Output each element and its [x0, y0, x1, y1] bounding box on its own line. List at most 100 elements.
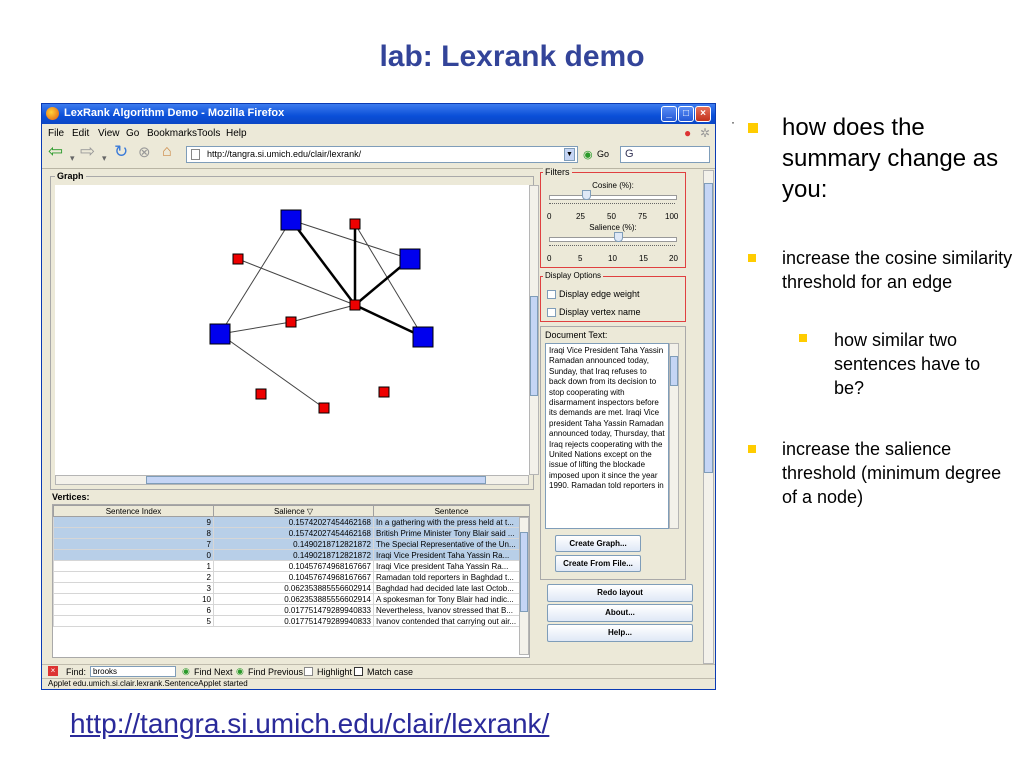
document-scrollbar[interactable] [669, 343, 679, 529]
document-label: Document Text: [545, 330, 608, 340]
graph-node-large[interactable] [209, 323, 231, 345]
firefox-logo-icon [46, 107, 59, 120]
checkbox-icon[interactable] [547, 308, 556, 318]
menu-tools[interactable]: Tools [197, 128, 221, 139]
table-vertical-scroll-thumb[interactable] [520, 532, 528, 612]
graph-horizontal-scroll-thumb[interactable] [146, 476, 486, 484]
graph-canvas[interactable] [55, 185, 529, 475]
menu-edit[interactable]: Edit [72, 128, 90, 139]
minimize-icon[interactable]: _ [661, 106, 677, 122]
graph-node-small[interactable] [349, 218, 361, 230]
graph-node-large[interactable] [280, 209, 302, 231]
bullet-marker [748, 123, 758, 133]
back-menu-chevron-icon[interactable]: ▾ [70, 153, 75, 163]
menu-bookmarks[interactable]: Bookmarks [147, 128, 198, 139]
find-next-button[interactable]: Find Next [194, 667, 233, 677]
find-previous-button[interactable]: Find Previous [248, 667, 304, 677]
status-text: Applet edu.umich.si.clair.lexrank.Senten… [48, 679, 248, 688]
title-bar: LexRank Algorithm Demo - Mozilla Firefox… [42, 104, 715, 124]
create-graph-button[interactable]: Create Graph... [555, 535, 641, 552]
bullet-marker [748, 254, 756, 262]
menu-file[interactable]: File [48, 128, 65, 139]
graph-horizontal-scrollbar[interactable] [55, 475, 529, 485]
search-engine-icon[interactable]: G [625, 148, 634, 160]
window-title: LexRank Algorithm Demo - Mozilla Firefox [64, 107, 285, 119]
checkbox-icon[interactable] [547, 290, 556, 300]
graph-edge [237, 258, 356, 306]
url-text: http://tangra.si.umich.edu/clair/lexrank… [207, 149, 362, 159]
match-case-checkbox[interactable] [354, 667, 363, 676]
url-dropdown-chevron-icon[interactable]: ▼ [564, 148, 575, 161]
home-icon[interactable]: ⌂ [162, 143, 172, 160]
url-bar[interactable]: http://tangra.si.umich.edu/clair/lexrank… [186, 146, 578, 163]
column-header-sentence-index[interactable]: Sentence Index [53, 505, 214, 517]
lexrank-link[interactable]: http://tangra.si.umich.edu/clair/lexrank… [70, 708, 550, 739]
graph-vertical-scrollbar[interactable] [529, 185, 539, 475]
page-vertical-scrollbar[interactable] [703, 170, 714, 664]
salience-slider-thumb[interactable] [613, 232, 623, 242]
menu-view[interactable]: View [98, 128, 120, 139]
graph-node-small[interactable] [349, 299, 361, 311]
menu-help[interactable]: Help [226, 128, 247, 139]
cosine-slider-track[interactable] [549, 195, 677, 200]
graph-vertical-scroll-thumb[interactable] [530, 296, 538, 396]
graph-node-small[interactable] [318, 402, 330, 414]
highlight-icon[interactable] [304, 667, 313, 676]
salience-slider-track[interactable] [549, 237, 677, 242]
salience-ticks [549, 245, 675, 250]
graph-svg[interactable] [55, 185, 529, 475]
close-icon[interactable]: × [695, 106, 711, 122]
document-panel: Document Text: Iraqi Vice President Taha… [540, 326, 686, 580]
throbber-icon: ✲ [700, 126, 711, 140]
vertex-name-checkbox[interactable]: Display vertex name [547, 307, 641, 318]
find-input[interactable]: brooks [90, 666, 176, 677]
search-bar[interactable]: G [620, 146, 710, 163]
menu-go[interactable]: Go [126, 128, 140, 139]
back-icon[interactable]: ⇦ [48, 141, 64, 161]
create-from-file-button[interactable]: Create From File... [555, 555, 641, 572]
edge-weight-checkbox[interactable]: Display edge weight [547, 289, 640, 300]
graph-node-large[interactable] [412, 326, 434, 348]
maximize-icon[interactable]: □ [678, 106, 694, 122]
vertices-panel: Vertices: Sentence Index Salience ▽ Sent… [50, 490, 534, 660]
find-previous-icon[interactable]: ◉ [236, 666, 244, 676]
cosine-slider-thumb[interactable] [582, 190, 592, 200]
forward-menu-chevron-icon[interactable]: ▾ [102, 153, 107, 163]
go-button[interactable]: Go [597, 149, 610, 159]
cosine-tick-25: 25 [576, 212, 585, 221]
page-vertical-scroll-thumb[interactable] [704, 183, 713, 473]
cosine-label: Cosine (%): [592, 181, 634, 190]
graph-node-small[interactable] [378, 386, 390, 398]
find-next-icon[interactable]: ◉ [182, 666, 190, 676]
highlight-button[interactable]: Highlight [317, 667, 353, 677]
close-find-icon[interactable]: × [48, 666, 58, 676]
graph-node-small[interactable] [285, 316, 297, 328]
help-button[interactable]: Help... [547, 624, 693, 642]
forward-icon[interactable]: ⇨ [80, 141, 96, 161]
graph-node-small[interactable] [232, 253, 244, 265]
reload-icon[interactable]: ↻ [114, 142, 129, 161]
column-header-sentence[interactable]: Sentence [373, 505, 529, 517]
go-arrow-icon[interactable]: ◉ [583, 149, 593, 161]
redo-layout-button[interactable]: Redo layout [547, 584, 693, 602]
column-header-salience[interactable]: Salience ▽ [213, 505, 374, 517]
graph-panel: Graph [50, 171, 539, 490]
table-vertical-scrollbar[interactable] [519, 517, 529, 655]
about-button[interactable]: About... [547, 604, 693, 622]
graph-node-large[interactable] [399, 248, 421, 270]
stop-load-icon[interactable]: ⊗ [138, 144, 151, 161]
graph-node-small[interactable] [255, 388, 267, 400]
navigation-toolbar: ⇦ ▾ ⇨ ▾ ↻ ⊗ ⌂ http://tangra.si.umich.edu… [42, 142, 715, 169]
document-text[interactable]: Iraqi Vice President Taha Yassin Ramadan… [545, 343, 669, 529]
document-scroll-thumb[interactable] [670, 356, 678, 386]
